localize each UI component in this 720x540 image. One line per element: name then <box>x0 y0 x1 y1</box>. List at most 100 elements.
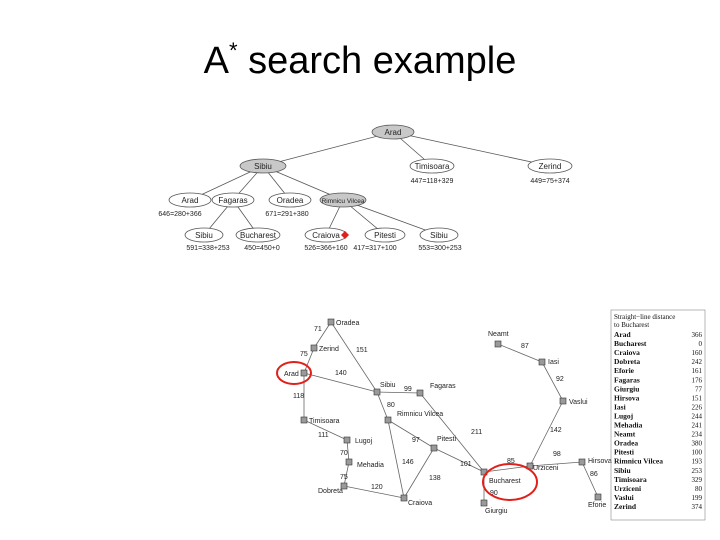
tree-node-shape <box>364 227 406 243</box>
city-name: Hirsova <box>588 458 612 465</box>
tree-node-shape <box>168 192 212 208</box>
table-city-cell: Eforie <box>614 366 635 375</box>
city-markers <box>300 318 602 507</box>
table-value-cell: 242 <box>692 358 703 366</box>
city-marker <box>310 344 318 352</box>
tree-node-craiova: Craiova 526=366+160 <box>304 227 348 252</box>
table-row: Arad 366 <box>614 330 703 339</box>
city-name: Lugoj <box>355 438 373 445</box>
distance-label: 85 <box>507 458 515 465</box>
distance-label: 151 <box>356 347 368 354</box>
tree-node-fvalue: 526=366+160 <box>304 245 347 252</box>
tree-node-shape <box>235 227 281 243</box>
distance-label: 97 <box>412 437 420 444</box>
tree-node-label: Timisoara <box>415 162 450 171</box>
tree-node-label: Sibiu <box>254 162 272 171</box>
table-border <box>610 309 706 521</box>
city-marker <box>373 388 381 396</box>
distance-label: 101 <box>460 461 472 468</box>
city-name: Mehadia <box>357 462 384 469</box>
highlight-arad-circle <box>276 361 312 385</box>
table-city-cell: Arad <box>614 330 631 339</box>
table-value-cell: 244 <box>692 412 703 420</box>
table-value-cell: 329 <box>692 476 703 484</box>
distance-label: 80 <box>387 402 395 409</box>
city-name: Craiova <box>408 500 432 507</box>
tree-node-shape <box>319 192 367 208</box>
tree-node-fvalue: 553=300+253 <box>418 245 461 252</box>
table-subheading: to Bucharest <box>614 321 649 329</box>
city-name: Neamt <box>488 331 509 338</box>
city-name: Timisoara <box>309 418 340 425</box>
table-value-cell: 199 <box>692 494 703 502</box>
tree-node-fvalue: 447=118+329 <box>411 178 454 185</box>
distance-label: 92 <box>556 376 564 383</box>
table-city-cell: Sibiu <box>614 466 631 475</box>
table-value-cell: 176 <box>692 376 703 384</box>
city-names: Oradea Zerind Arad Timisoara Lugoj Mehad… <box>284 320 612 515</box>
city-name: Pitesti <box>437 436 457 443</box>
tree-node-shape <box>239 158 287 174</box>
tree-node-shape <box>527 158 573 174</box>
city-marker <box>384 416 392 424</box>
table-value-cell: 380 <box>692 440 703 448</box>
table-heading: Straight−line distance <box>614 313 675 321</box>
distance-label: 86 <box>590 471 598 478</box>
tree-node-shape <box>371 124 415 140</box>
tree-edges <box>189 131 551 236</box>
table-value-cell: 100 <box>692 449 703 457</box>
table-city-cell: Giurgiu <box>614 384 639 393</box>
city-marker <box>416 389 424 397</box>
table-row: Fagaras 176 <box>614 375 703 384</box>
table-value-cell: 366 <box>692 331 703 339</box>
tree-node-fvalue: 591=338+253 <box>186 245 229 252</box>
city-name: Sibiu <box>380 382 396 389</box>
table-row: Giurgiu 77 <box>614 384 703 393</box>
tree-node-fagaras: Fagaras <box>211 192 255 208</box>
tree-node-shape <box>419 227 459 243</box>
table-value-cell: 161 <box>692 367 703 375</box>
table-value-cell: 0 <box>699 340 703 348</box>
expansion-marker-icon <box>341 231 349 239</box>
distance-label: 211 <box>471 429 482 436</box>
tree-node-bucharest: Bucharest 450=450+0 <box>235 227 281 252</box>
table-city-cell: Neamt <box>614 430 636 439</box>
tree-node-label: Bucharest <box>240 231 277 240</box>
title-rest: search example <box>237 40 517 82</box>
table-value-cell: 151 <box>692 394 703 402</box>
city-marker <box>300 416 308 424</box>
tree-node-sibiu-3b: Sibiu 553=300+253 <box>418 227 462 252</box>
distance-label: 118 <box>293 393 304 400</box>
city-marker <box>538 358 546 366</box>
tree-node-label: Pitesti <box>374 231 396 240</box>
city-marker <box>430 444 438 452</box>
city-name: Oradea <box>336 320 359 327</box>
distance-label: 75 <box>340 474 348 481</box>
tree-node-label: Fagaras <box>218 196 247 205</box>
table-city-cell: Vaslui <box>614 493 634 502</box>
tree-node-label: Oradea <box>277 196 304 205</box>
tree-node-oradea: Oradea 671=291+380 <box>265 192 312 218</box>
tree-node-shape <box>409 158 455 174</box>
title-main: A <box>203 40 229 82</box>
table-city-cell: Fagaras <box>614 375 640 384</box>
city-name: Iasi <box>548 359 559 366</box>
heuristic-table: Straight−line distance to Bucharest Arad… <box>610 309 706 521</box>
table-value-cell: 80 <box>695 485 703 493</box>
tree-node-shape <box>268 192 312 208</box>
table-city-cell: Mehadia <box>614 421 643 430</box>
tree-node-fvalue: 646=280+366 <box>158 211 201 218</box>
city-marker <box>327 318 335 326</box>
tree-node-zerind: Zerind 449=75+374 <box>527 158 573 185</box>
table-value-cell: 77 <box>695 385 703 393</box>
